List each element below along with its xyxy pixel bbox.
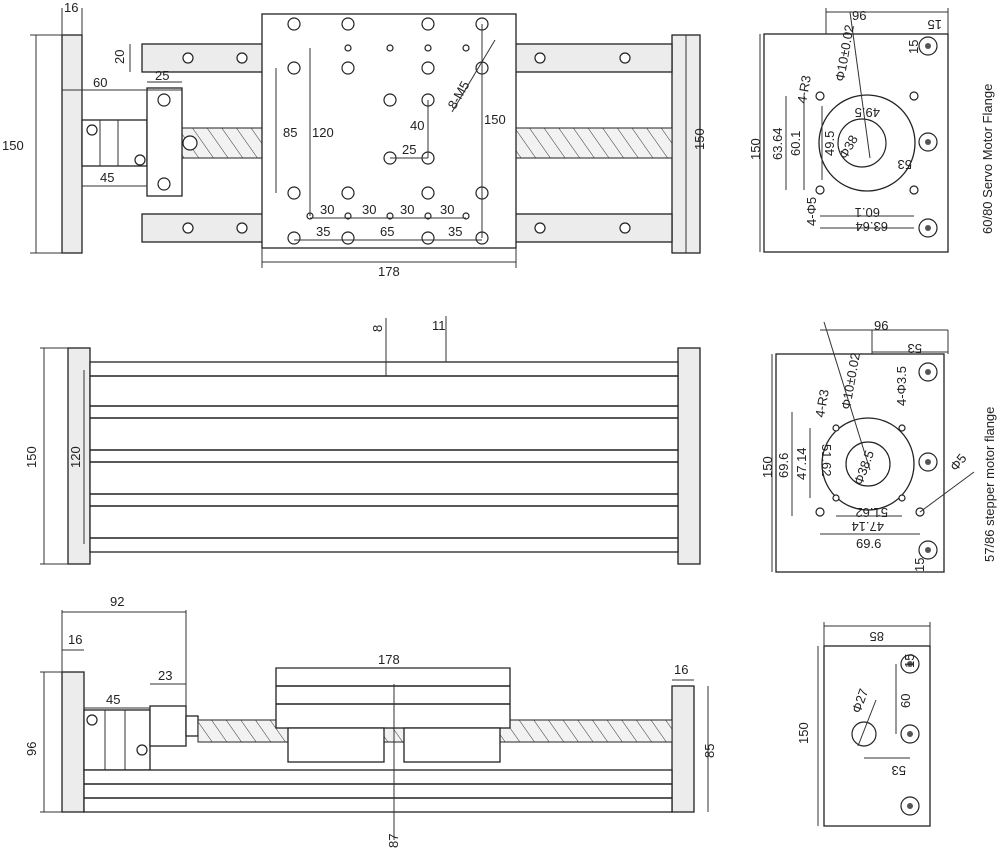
left-end-plate xyxy=(61,34,83,254)
stepper-dim-4-r3: 4-R3 xyxy=(812,388,832,418)
side-profile xyxy=(89,361,679,553)
stepper-dim-150: 150 xyxy=(760,456,775,478)
servo-dim-53: 53 xyxy=(898,157,912,172)
dim-96: 96 xyxy=(24,742,39,756)
servo-dim-49-5-a: 49.5 xyxy=(822,131,837,156)
dim-16: 16 xyxy=(64,0,78,15)
top-view: 16 20 60 25 150 45 85 120 40 25 8-M5 150… xyxy=(2,0,707,279)
dim-11: 11 xyxy=(432,318,446,333)
dim-35b: 35 xyxy=(448,224,462,239)
front-base xyxy=(83,769,673,813)
servo-dim-60-1: 60.1 xyxy=(788,131,803,156)
dim-120-side: 120 xyxy=(68,446,83,468)
servo-dim-49-5-b: 49.5 xyxy=(855,105,880,120)
dim-35a: 35 xyxy=(316,224,330,239)
dim-85: 85 xyxy=(283,125,297,140)
dim-23: 23 xyxy=(158,668,172,683)
stepper-flange-caption: 57/86 stepper motor flange xyxy=(982,407,997,562)
dim-87: 87 xyxy=(386,834,401,848)
stepper-dim-51-62-b: 51.62 xyxy=(855,505,888,520)
servo-dim-4-r3: 4-R3 xyxy=(794,74,814,104)
dim-30d: 30 xyxy=(440,202,454,217)
dim-150-side: 150 xyxy=(24,446,39,468)
dim-65: 65 xyxy=(380,224,394,239)
dim-120: 120 xyxy=(312,125,334,140)
stepper-dim-51-62: 51.62 xyxy=(819,444,834,477)
servo-dim-150: 150 xyxy=(748,138,763,160)
dim-45-front: 45 xyxy=(106,692,120,707)
dim-150-right: 150 xyxy=(484,112,506,127)
stepper-dim-69-6-b: 69.6 xyxy=(856,536,881,551)
dim-16-front-a: 16 xyxy=(68,632,82,647)
dim-30b: 30 xyxy=(362,202,376,217)
stepper-dim-15: 15 xyxy=(912,558,927,572)
servo-dim-63-64: 63.64 xyxy=(770,127,785,160)
servo-dim-4-phi5: 4-Φ5 xyxy=(804,197,819,226)
stepper-dim-96: 96 xyxy=(874,318,888,333)
end-plate-view: 85 150 15 Φ27 60 53 xyxy=(796,622,931,827)
end-plate-dim-150: 150 xyxy=(796,722,811,744)
stepper-dim-47-14-b: 47.14 xyxy=(851,519,884,534)
dim-25: 25 xyxy=(155,68,169,83)
dim-60: 60 xyxy=(93,75,107,90)
stepper-dim-53: 53 xyxy=(908,341,922,356)
dim-30c: 30 xyxy=(400,202,414,217)
dim-30a: 30 xyxy=(320,202,334,217)
dim-40: 40 xyxy=(410,118,424,133)
front-view: 92 16 45 23 96 178 16 85 87 xyxy=(24,594,717,848)
end-plate-dim-60: 60 xyxy=(898,694,913,708)
stepper-flange-view: 96 53 4-R3 Φ10±0.02 4-Φ3.5 150 69.6 47.1… xyxy=(760,318,997,573)
dim-92: 92 xyxy=(110,594,124,609)
stepper-dim-69-6: 69.6 xyxy=(776,453,791,478)
stepper-dim-47-14: 47.14 xyxy=(794,447,809,480)
front-right-plate xyxy=(671,685,695,813)
servo-dim-96: 96 xyxy=(852,8,866,23)
servo-dim-60-1-b: 60.1 xyxy=(855,205,880,220)
side-right-plate xyxy=(677,347,701,565)
dim-20: 20 xyxy=(112,50,127,64)
carriage xyxy=(261,13,517,249)
dim-85-front: 85 xyxy=(702,744,717,758)
servo-flange-caption: 60/80 Servo Motor Flange xyxy=(980,84,995,234)
stepper-dim-phi5: Φ5 xyxy=(947,451,970,474)
dim-178: 178 xyxy=(378,264,400,279)
end-plate-dim-53: 53 xyxy=(892,763,906,778)
dim-178-front: 178 xyxy=(378,652,400,667)
front-bearing xyxy=(149,705,187,747)
front-carriage xyxy=(275,667,511,729)
dim-45: 45 xyxy=(100,170,114,185)
dim-16-front-b: 16 xyxy=(674,662,688,677)
stepper-dim-4-phi3-5: 4-Φ3.5 xyxy=(894,366,909,406)
dim-150-rail: 150 xyxy=(692,128,707,150)
end-plate-dim-15: 15 xyxy=(902,654,917,668)
servo-flange-view: 96 15 15 4-R3 Φ10±0.02 150 63.64 60.1 49… xyxy=(748,8,995,253)
side-view: 8 11 150 120 xyxy=(24,316,701,565)
servo-dim-63-64-b: 63.64 xyxy=(855,219,888,234)
front-left-plate xyxy=(61,671,85,813)
servo-dim-15a: 15 xyxy=(928,17,942,32)
dim-8: 8 xyxy=(370,325,385,332)
end-plate-dim-85: 85 xyxy=(870,629,884,644)
servo-dim-15b: 15 xyxy=(906,40,921,54)
dim-150-left: 150 xyxy=(2,138,24,153)
dim-25-inner: 25 xyxy=(402,142,416,157)
